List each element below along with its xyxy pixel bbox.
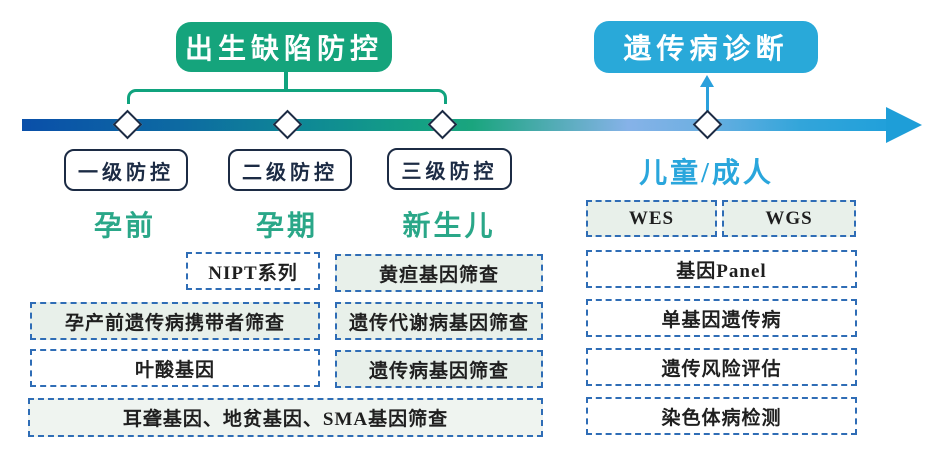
item-gene-panel: 基因Panel [586, 250, 857, 288]
up-arrow-line [706, 86, 709, 116]
timeline-diamond-1-icon [112, 109, 143, 140]
item-wgs: WGS [722, 200, 856, 237]
item-deafness-thalassemia-sma: 耳聋基因、地贫基因、SMA基因筛查 [28, 398, 543, 437]
stage-label-children-adult: 儿童/成人 [639, 158, 774, 189]
timeline-arrowhead-icon [886, 107, 922, 143]
bracket-stem [284, 72, 288, 90]
item-jaundice-gene-screening: 黄疸基因筛查 [335, 254, 543, 292]
header-birth-defect-control: 出生缺陷防控 [176, 22, 392, 72]
stage-label-pregnancy: 孕期 [255, 211, 318, 242]
item-nipt-series: NIPT系列 [186, 252, 320, 290]
item-monogenic-disease: 单基因遗传病 [586, 299, 857, 337]
item-carrier-screening: 孕产前遗传病携带者筛查 [30, 302, 320, 340]
item-genetic-risk-assessment: 遗传风险评估 [586, 348, 857, 386]
level-box-tertiary: 三级防控 [387, 148, 512, 190]
up-arrow-icon [700, 75, 714, 87]
stage-label-pre-pregnancy: 孕前 [93, 211, 156, 242]
item-wes: WES [586, 200, 717, 237]
header-genetic-disease-diagnosis: 遗传病诊断 [594, 21, 818, 73]
timeline-diamond-3-icon [427, 109, 458, 140]
item-folate-gene: 叶酸基因 [30, 349, 320, 387]
stage-label-newborn: 新生儿 [402, 211, 496, 242]
level-box-primary: 一级防控 [64, 149, 188, 191]
timeline-diamond-2-icon [272, 109, 303, 140]
level-box-secondary: 二级防控 [228, 149, 352, 191]
bracket-connector [127, 89, 447, 104]
item-metabolic-gene-screening: 遗传代谢病基因筛查 [335, 302, 543, 340]
item-genetic-disease-screening: 遗传病基因筛查 [335, 350, 543, 388]
item-chromosome-disease-testing: 染色体病检测 [586, 397, 857, 435]
timeline-diamond-4-icon [692, 109, 723, 140]
